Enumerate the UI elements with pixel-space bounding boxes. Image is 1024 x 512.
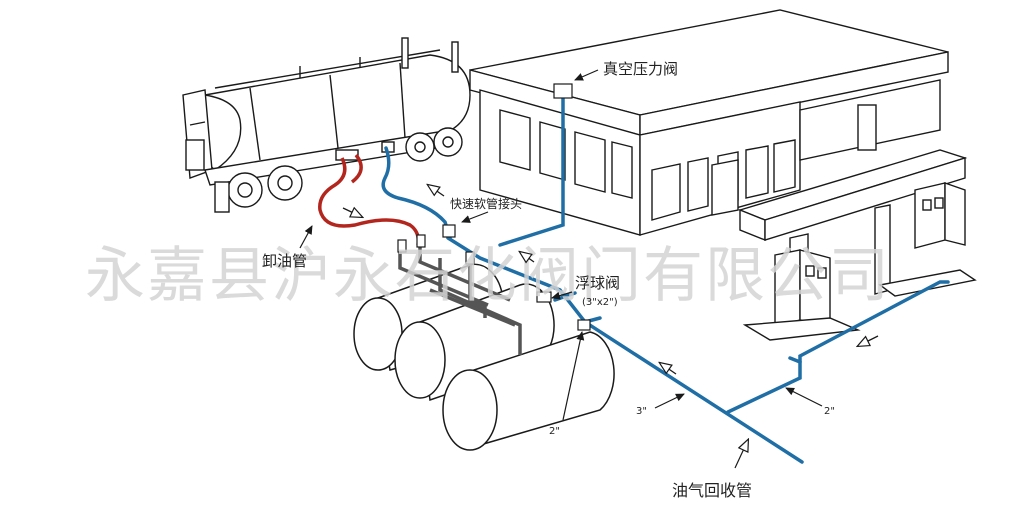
unload-pipe-label: 卸油管 [262,252,307,270]
tank-3 [467,331,615,446]
flow-arrows [342,185,879,375]
quick-coupler-label: 快速软管接头 [450,196,522,211]
tank-3-end [442,369,498,451]
float-valve-fitting [536,291,552,303]
float-valve-size-label: (3"x2") [582,297,618,308]
underground-tanks [353,263,615,451]
pipe-fittings [397,83,591,331]
dispenser-canopy [737,149,977,341]
tank-fill-pipes [398,245,522,355]
tanker-truck [182,37,471,213]
vapor-pipes [381,96,950,464]
callout-leaders [299,69,823,469]
unload-hose [318,153,421,246]
vapor-return-pipe-label: 油气回收管 [672,481,752,500]
tank-pipe-size-label: 2" [549,426,560,437]
quick-coupler-fitting [442,224,456,238]
vacuum-valve-label: 真空压力阀 [603,60,678,78]
company-watermark: 永嘉县沪永石化阀门有限公司 [85,241,891,311]
main-pipe-size-label: 3" [636,406,647,417]
station-building [469,9,949,236]
branch-pipe-size-label: 2" [824,406,835,417]
float-valve-label: 浮球阀 [575,274,620,292]
tank-2-end [394,321,446,399]
vacuum-valve-fitting [553,83,573,99]
